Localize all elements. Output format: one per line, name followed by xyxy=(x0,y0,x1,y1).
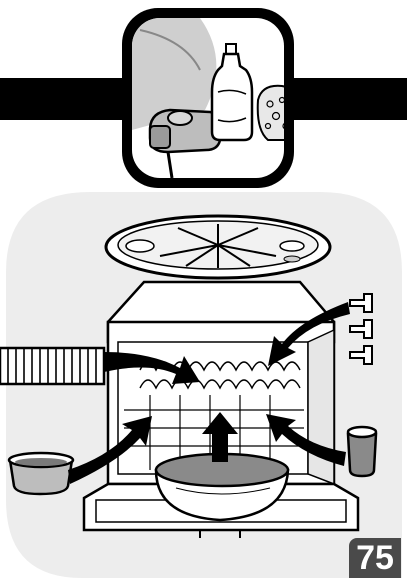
inset-panel xyxy=(122,8,300,188)
cooking-pot-icon xyxy=(9,453,73,494)
lid-disc-icon xyxy=(106,216,330,278)
hose-icon xyxy=(0,348,104,384)
cup-icon xyxy=(348,427,376,476)
black-band-left xyxy=(0,78,140,120)
page-number-badge: 75 xyxy=(349,538,401,578)
black-band-right xyxy=(290,78,407,120)
clip-icon xyxy=(350,294,372,364)
